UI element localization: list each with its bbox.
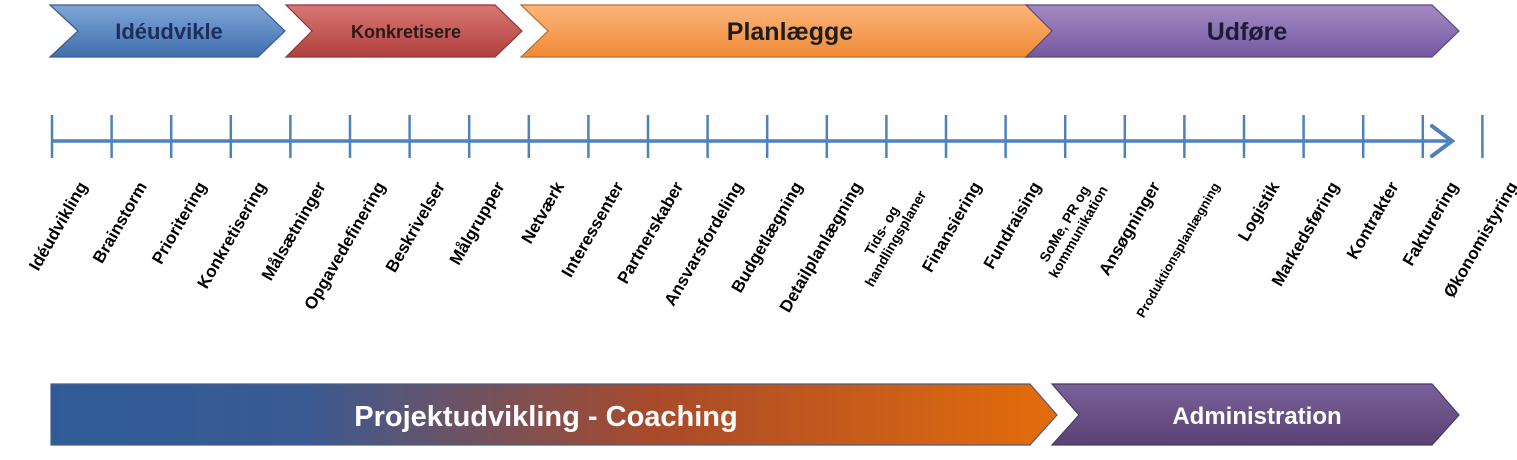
timeline: IdéudviklingBrainstormPrioriteringKonkre… xyxy=(25,115,1517,320)
phase-udfore-shape xyxy=(1024,4,1460,58)
phase-ideudvikle-label: Idéudvikle xyxy=(115,19,223,44)
administration-bar-shape xyxy=(1050,383,1460,446)
timeline-ticks xyxy=(50,115,1484,158)
phase-chevron-ideudvikle: Idéudvikle xyxy=(48,4,286,58)
timeline-labels: IdéudviklingBrainstormPrioriteringKonkre… xyxy=(25,178,1517,320)
timeline-label: Beskrivelser xyxy=(382,178,449,275)
administration-bar-label: Administration xyxy=(1172,403,1341,430)
timeline-label: Målgrupper xyxy=(446,178,509,268)
timeline-label: Fakturering xyxy=(1399,179,1462,270)
timeline-label: Fundraising xyxy=(980,179,1045,273)
bottom-bar-administration: Administration xyxy=(1050,383,1460,446)
timeline-label: Finansiering xyxy=(918,179,985,276)
coaching-bar-label: Projektudvikling - Coaching xyxy=(354,401,738,433)
timeline-label: Netværk xyxy=(518,178,569,247)
timeline-label: Interessenter xyxy=(558,178,628,280)
phase-chevron-konkretisere: Konkretisere xyxy=(284,4,523,58)
phase-planlaegge-label: Planlægge xyxy=(727,18,854,46)
timeline-label: Logistik xyxy=(1234,178,1283,244)
phase-konkretisere-shape xyxy=(284,4,523,58)
phase-udfore-label: Udføre xyxy=(1207,18,1288,46)
phase-chevron-udfore: Udføre xyxy=(1024,4,1460,58)
phase-chevron-planlaegge: Planlægge xyxy=(519,4,1057,58)
timeline-label: Kontrakter xyxy=(1343,178,1403,262)
timeline-arrowhead-icon xyxy=(1430,124,1456,158)
coaching-bar-shape xyxy=(50,383,1058,446)
timeline-label: Brainstorm xyxy=(89,179,151,267)
timeline-label: Målsætninger xyxy=(258,178,330,284)
bottom-bar-coaching: Projektudvikling - Coaching xyxy=(50,383,1058,446)
phase-konkretisere-label: Konkretisere xyxy=(351,22,461,42)
timeline-label: Idéudvikling xyxy=(25,179,91,274)
phase-ideudvikle-shape xyxy=(48,4,286,58)
timeline-label: Prioritering xyxy=(148,179,210,268)
